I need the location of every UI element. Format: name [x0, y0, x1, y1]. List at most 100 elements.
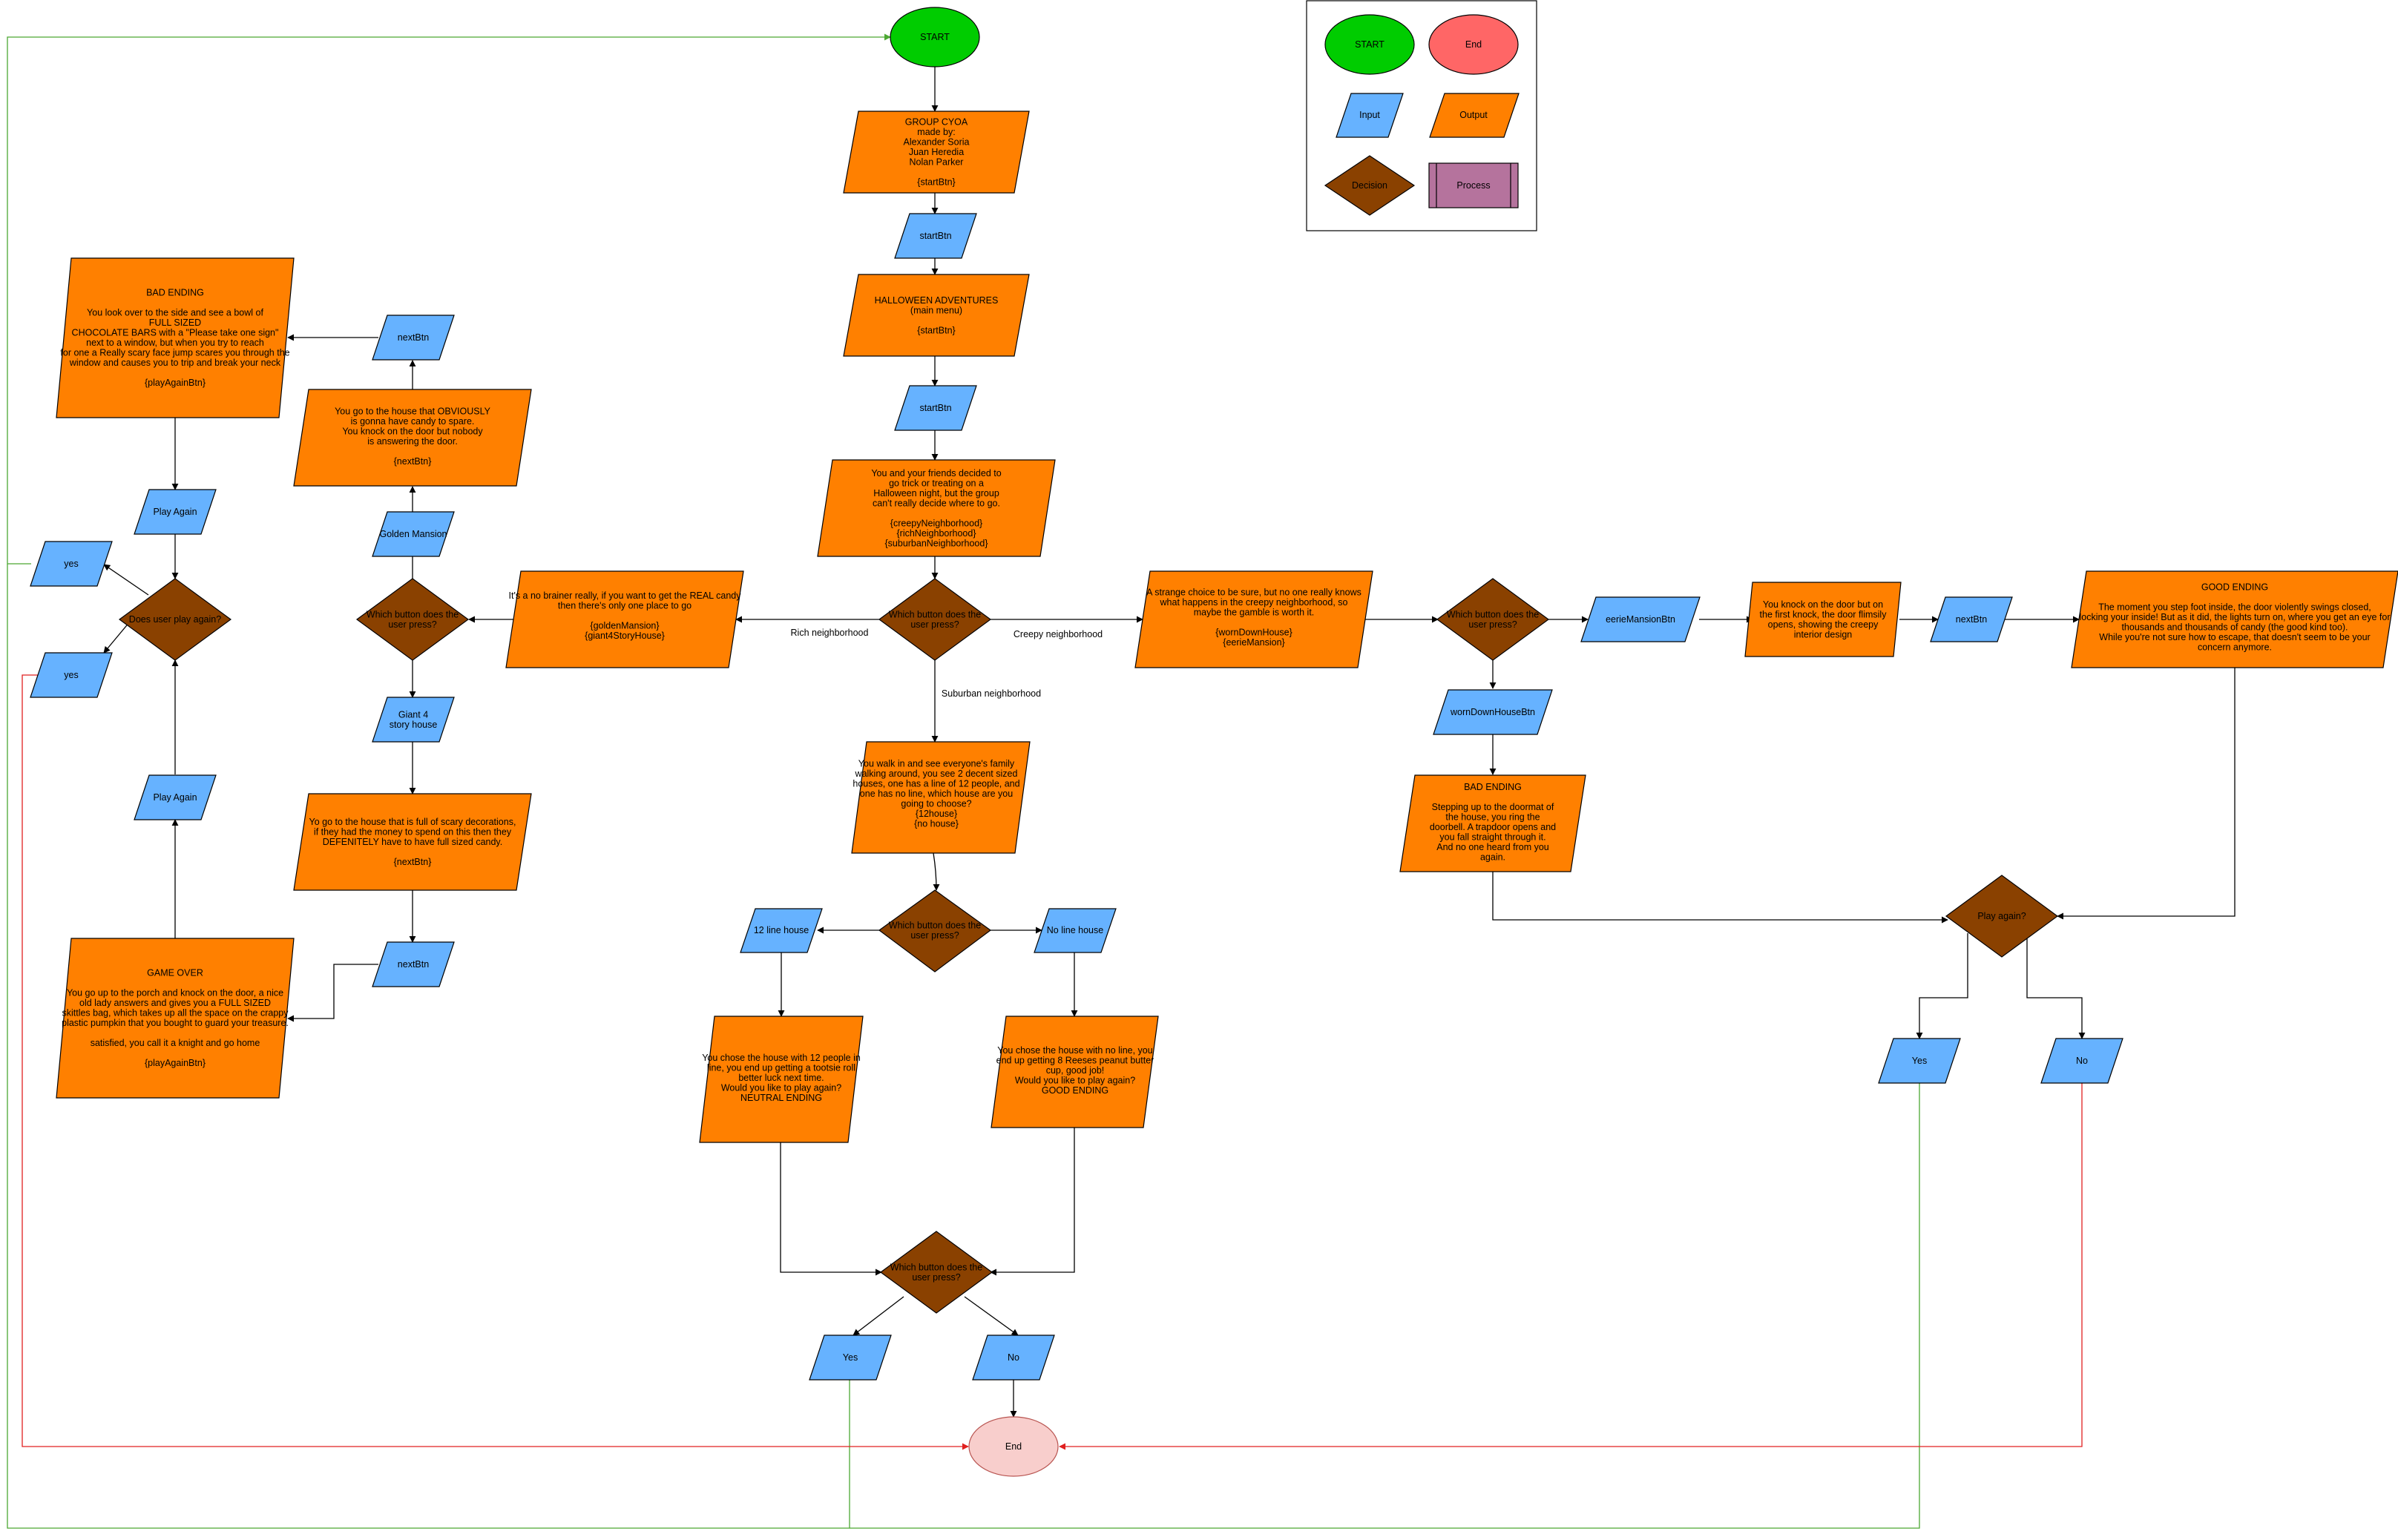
worn-down-input[interactable] [1433, 689, 1553, 735]
edge-no-right-red [1059, 1083, 2083, 1450]
edge-nextbtn-gameover [287, 964, 378, 1022]
text-line: user press? [912, 1272, 960, 1283]
edge-yes-loop-green [7, 33, 891, 565]
text-line: go trick or treating on a [889, 478, 984, 488]
text-line: BAD ENDING [146, 287, 204, 297]
game-over-output[interactable] [56, 938, 295, 1099]
eerie-text-output[interactable] [1744, 582, 1902, 657]
text-line: houses, one has a line of 12 people, and [853, 779, 1019, 789]
text-line: Does user play again? [129, 614, 221, 625]
twelve-line-input[interactable] [740, 908, 823, 953]
text-line: {creepyNeighborhood} [890, 518, 982, 528]
suburban-decision[interactable] [878, 889, 992, 973]
rich-text: It's a no brainer really, if you want to… [509, 590, 742, 641]
main-menu-output[interactable] [843, 274, 1030, 357]
text-line: You knock on the door but nobody [342, 426, 483, 436]
golden-text-output[interactable] [293, 389, 532, 487]
edge-suburban-decision [933, 852, 940, 891]
play-again-right-decision[interactable] [1945, 875, 2059, 958]
next-button-left-input[interactable] [372, 941, 455, 987]
legend-end-shape [1428, 14, 1519, 75]
bad-ending-1-output[interactable] [56, 257, 295, 418]
play-again-top-input[interactable] [134, 489, 217, 535]
play-again-bottom-input[interactable] [134, 774, 217, 820]
text-line: GOOD ENDING [2201, 582, 2268, 593]
yes-bottom-input[interactable] [30, 652, 113, 698]
text-line: cup, good job! [1046, 1065, 1105, 1076]
play-again-decision-text: Does user play again? [129, 614, 221, 625]
text-line: FULL SIZED [149, 317, 201, 328]
text-line: satisfied, you call it a knight and go h… [91, 1038, 260, 1048]
golden-mansion-label: Golden Mansion [379, 529, 447, 539]
giant-text-output[interactable] [293, 793, 532, 891]
main-decision[interactable] [878, 578, 992, 661]
text-line: BAD ENDING [1464, 782, 1522, 792]
rich-output[interactable] [505, 570, 744, 668]
text-line: While you're not sure how to escape, tha… [2099, 632, 2370, 642]
no-right-input[interactable] [2040, 1038, 2123, 1084]
edge-label-creepy: Creepy neighborhood [1014, 629, 1103, 639]
eerie-mansion-input[interactable] [1580, 596, 1701, 642]
text-line: can't really decide where to go. [873, 498, 1000, 508]
golden-mansion-input[interactable] [372, 511, 455, 557]
main-menu-text: HALLOWEEN ADVENTURES(main menu){startBtn… [875, 295, 999, 336]
start-node[interactable] [890, 7, 980, 68]
suburban-output[interactable] [851, 741, 1031, 854]
text-line: the house, you ring the [1445, 812, 1540, 822]
play-again-bottom-label: Play Again [153, 792, 197, 803]
text-line: A strange choice to be sure, but no one … [1146, 587, 1361, 597]
end-node[interactable] [968, 1416, 1059, 1477]
legend-decision-label: Decision [1352, 180, 1387, 191]
no-mid-input[interactable] [972, 1335, 1055, 1381]
intro-output[interactable] [817, 459, 1056, 557]
start-button-input-2[interactable] [894, 385, 977, 431]
text-line: {nextBtn} [394, 857, 432, 867]
start-button-input-1[interactable] [894, 213, 977, 259]
text-line: user press? [1468, 619, 1517, 630]
next-button-top-input[interactable] [372, 315, 455, 361]
text-line: better luck next time. [738, 1073, 824, 1083]
edge-badend-playagain-right [1492, 872, 1948, 924]
edge-goodend-playagain [2057, 668, 2236, 920]
text-line: {playAgainBtn} [145, 378, 206, 388]
neutral-output[interactable] [699, 1016, 864, 1143]
play-again-decision[interactable] [118, 578, 232, 661]
text-line: going to choose? [901, 799, 971, 809]
credits-output[interactable] [843, 111, 1030, 194]
good-ending-output[interactable] [2071, 570, 2398, 668]
yes-right-label: Yes [1912, 1056, 1927, 1066]
edge-yes-right-green [850, 1083, 1920, 1529]
legend: START End Input Output Decision Process [1306, 0, 1537, 231]
yes-mid-input[interactable] [809, 1335, 892, 1381]
text-line: opens, showing the creepy [1768, 619, 1879, 630]
text-line: NEUTRAL ENDING [740, 1093, 822, 1103]
creepy-output[interactable] [1134, 570, 1373, 668]
text-line: DEFENITELY have to have full sized candy… [323, 837, 502, 847]
next-button-right-input[interactable] [1930, 596, 2013, 642]
creepy-decision[interactable] [1436, 578, 1550, 661]
good-1-output[interactable] [991, 1016, 1159, 1128]
giant-house-input[interactable] [372, 697, 455, 743]
rich-decision[interactable] [355, 578, 470, 661]
yes-right-input[interactable] [1878, 1038, 1961, 1084]
legend-decision-shape [1324, 155, 1416, 216]
text-line: You chose the house with 12 people in [702, 1053, 861, 1063]
text-line: story house [390, 720, 438, 730]
bottom-decision[interactable] [879, 1231, 993, 1314]
text-line: thousands and thousands of candy (the go… [2121, 622, 2348, 633]
bad-ending-2-output[interactable] [1399, 774, 1586, 872]
edge-bottomdec-yes [853, 1296, 904, 1336]
text-line: GOOD ENDING [1042, 1085, 1108, 1096]
no-mid-label: No [1008, 1352, 1019, 1363]
start-button-2-label: startBtn [919, 403, 951, 413]
text-line: {goldenMansion} [590, 621, 659, 631]
yes-top-input[interactable] [30, 541, 113, 587]
legend-output-shape [1429, 93, 1520, 138]
no-line-input[interactable] [1034, 908, 1117, 953]
text-line: {startBtn} [917, 325, 955, 335]
